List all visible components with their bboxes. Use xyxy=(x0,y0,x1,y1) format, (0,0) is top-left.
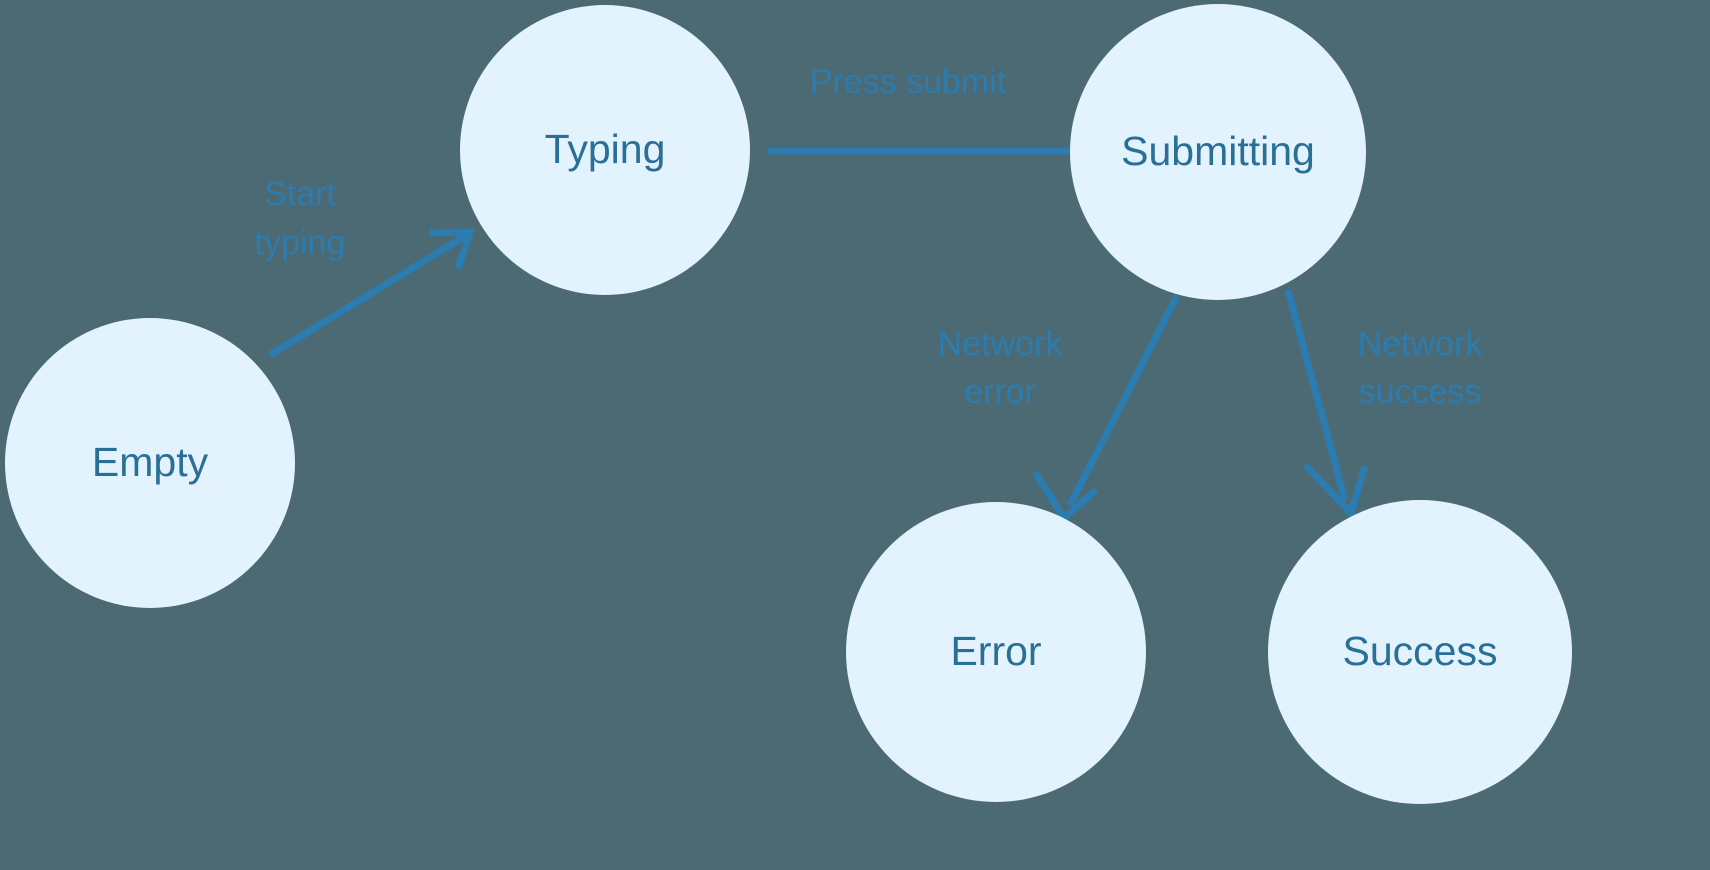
arrowhead-empty-to-typing xyxy=(429,228,475,271)
node-success[interactable]: Success xyxy=(1268,500,1572,804)
node-label-submitting: Submitting xyxy=(1121,128,1315,174)
edge-label-line2: success xyxy=(1359,373,1482,411)
node-label-typing: Typing xyxy=(545,126,666,172)
node-circle-submitting xyxy=(1070,4,1366,300)
node-typing[interactable]: Typing xyxy=(460,5,750,295)
edge-label-typing-to-submitting: Press submit xyxy=(810,63,1007,101)
edge-submitting-to-error[interactable] xyxy=(1032,294,1181,524)
node-label-error: Error xyxy=(950,628,1041,674)
arrowhead-submitting-to-error xyxy=(1032,470,1099,524)
edge-line-submitting-to-error xyxy=(1066,294,1181,507)
edge-line-empty-to-typing xyxy=(268,230,472,358)
edge-label-line1: Press submit xyxy=(810,63,1007,101)
edge-empty-to-typing[interactable] xyxy=(268,228,475,358)
edge-submitting-to-success[interactable] xyxy=(1284,289,1369,520)
node-label-empty: Empty xyxy=(92,439,209,485)
node-label-success: Success xyxy=(1343,628,1498,674)
node-circle-empty xyxy=(5,318,295,608)
node-error[interactable]: Error xyxy=(846,502,1146,802)
edge-label-submitting-to-success: Network success xyxy=(1358,325,1484,411)
edge-label-line1: Network xyxy=(938,325,1064,363)
node-circle-error xyxy=(846,502,1146,802)
node-circle-typing xyxy=(460,5,750,295)
arrowhead-submitting-to-success xyxy=(1302,462,1369,520)
node-empty[interactable]: Empty xyxy=(5,318,295,608)
edge-label-line1: Network xyxy=(1358,325,1484,363)
node-submitting[interactable]: Submitting xyxy=(1070,4,1366,300)
edge-label-empty-to-typing: Start typing xyxy=(255,175,346,262)
edge-label-submitting-to-error: Network error xyxy=(938,325,1064,411)
edge-label-line2: error xyxy=(964,373,1036,411)
edge-label-line2: typing xyxy=(255,224,346,262)
edge-line-submitting-to-success xyxy=(1284,289,1349,501)
node-circle-success xyxy=(1268,500,1572,804)
edge-label-line1: Start xyxy=(264,175,336,213)
